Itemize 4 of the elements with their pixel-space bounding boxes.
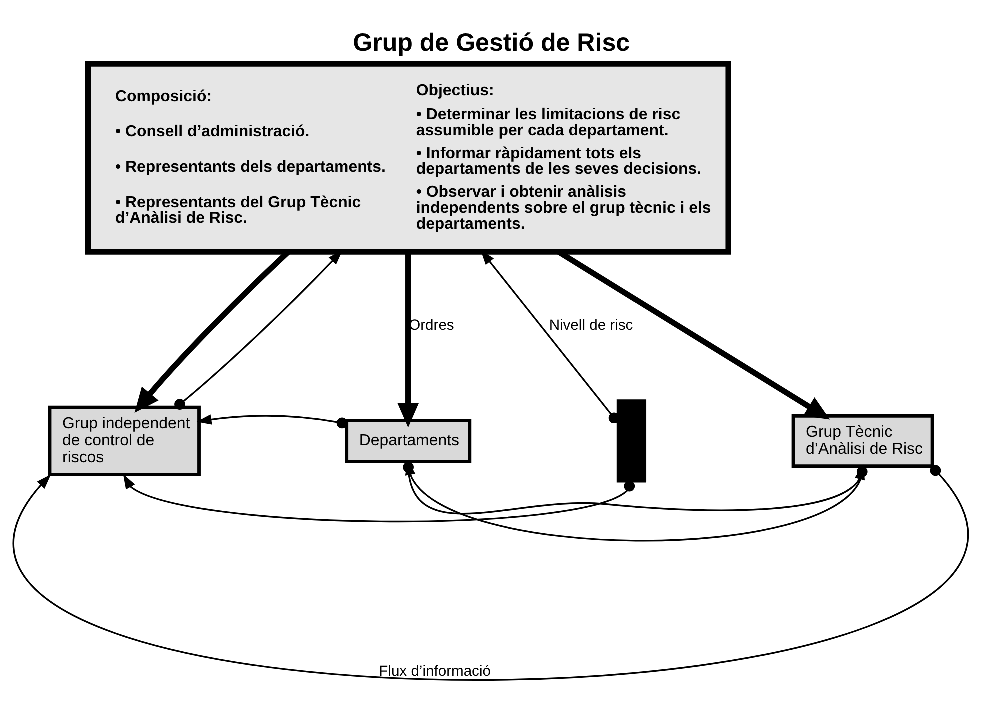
edge-label: Nivell de risc [549, 317, 634, 334]
diagram-title: Grup de Gestió de Risc [353, 28, 630, 57]
edge-label: Flux d’informació [379, 664, 491, 680]
edge-label: Ordres [409, 317, 454, 334]
